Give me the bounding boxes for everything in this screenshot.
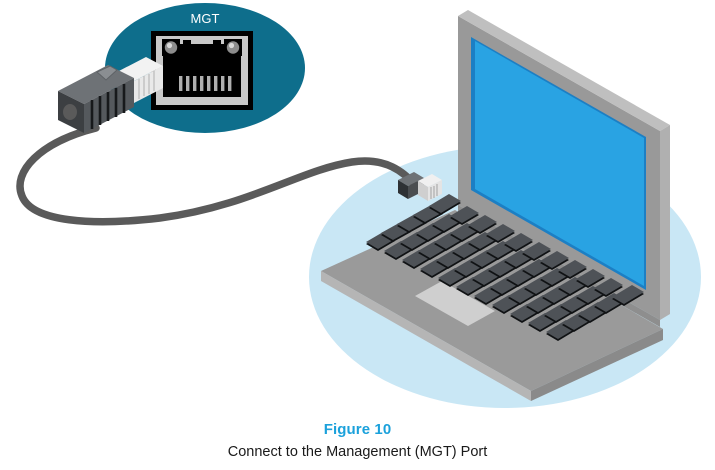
plug-right-body-front: [418, 181, 428, 201]
port-led-right-highlight: [228, 42, 235, 49]
rj45-plug-right: [398, 172, 442, 201]
plug-left-boot-ribs: [90, 84, 126, 129]
laptop-lid-right-bevel: [660, 125, 670, 320]
figure-caption-subtitle: Connect to the Management (MGT) Port: [227, 444, 488, 460]
rj45-port-icon: [151, 31, 253, 110]
port-led-left-highlight: [166, 42, 173, 49]
port-contact-pins: [179, 76, 232, 91]
plug-left-boot-top: [58, 65, 134, 104]
plug-right-boot-front: [398, 180, 408, 199]
plug-right-boot-top: [398, 172, 424, 186]
laptop-base-right-side: [531, 329, 663, 401]
laptop-screen: [475, 41, 644, 286]
mgt-port-callout: MGT: [105, 3, 305, 133]
rj45-plug-left: [58, 57, 163, 133]
laptop-base-left-side: [321, 271, 531, 401]
keyboard-row: [429, 194, 644, 306]
plug-left-cable-entry: [63, 104, 77, 120]
mgt-label: MGT: [191, 11, 220, 26]
plug-right-contacts: [430, 184, 438, 199]
figure-caption-title: Figure 10: [323, 421, 392, 438]
plug-left-body-top: [117, 57, 163, 81]
laptop-keyboard: [366, 194, 644, 341]
laptop-lid-top-bevel: [458, 10, 670, 131]
plug-left-contacts: [138, 71, 155, 99]
laptop: [321, 10, 670, 401]
plug-right-body-top: [418, 174, 442, 187]
plug-left-latch: [96, 65, 118, 81]
ethernet-cable-path: [16, 124, 420, 226]
laptop-trackpad: [415, 281, 495, 326]
plug-right-body-side: [428, 180, 442, 201]
figure-caption: Figure 10 Connect to the Management (MGT…: [0, 420, 715, 462]
